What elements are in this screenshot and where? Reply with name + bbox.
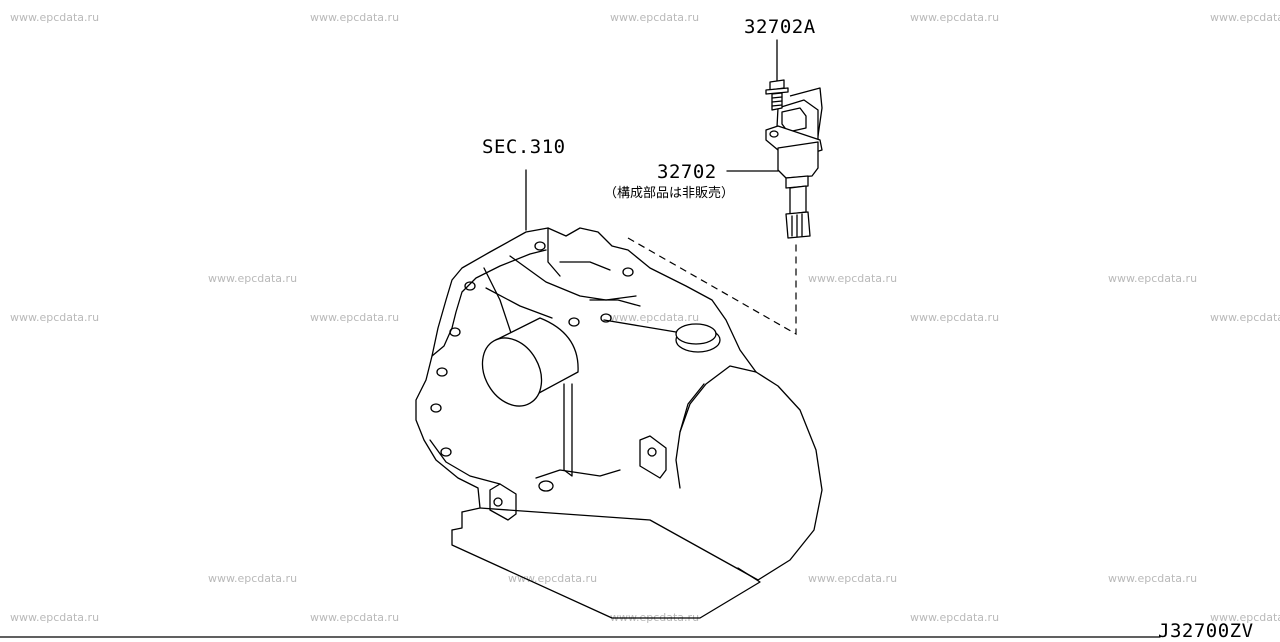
watermark: www.epcdata.ru [310, 11, 400, 24]
watermark: www.epcdata.ru [208, 272, 298, 285]
watermark: www.epcdata.ru [1210, 311, 1280, 324]
watermark: www.epcdata.ru [910, 611, 1000, 624]
watermark: www.epcdata.ru [208, 572, 298, 585]
callout-bolt[interactable]: 32702A [744, 16, 816, 38]
watermark: www.epcdata.ru [10, 11, 100, 24]
watermark: www.epcdata.ru [910, 311, 1000, 324]
output-shaft [481, 317, 579, 407]
watermark: www.epcdata.ru [310, 611, 400, 624]
speed-sensor [765, 87, 823, 239]
watermark: www.epcdata.ru [808, 572, 898, 585]
watermark: www.epcdata.ru [808, 272, 898, 285]
transmission-case [415, 227, 823, 619]
watermark: www.epcdata.ru [508, 572, 598, 585]
watermark: www.epcdata.ru [10, 311, 100, 324]
dashed-guide [627, 237, 797, 336]
watermark: www.epcdata.ru [910, 11, 1000, 24]
watermark: www.epcdata.ru [10, 611, 100, 624]
watermark: www.epcdata.ru [1210, 611, 1280, 624]
watermark: www.epcdata.ru [610, 311, 700, 324]
bolt [765, 79, 789, 111]
sensor-note: （構成部品は非販売） [604, 186, 735, 201]
watermark: www.epcdata.ru [1108, 272, 1198, 285]
callout-section-reference[interactable]: SEC.310 [482, 136, 566, 158]
watermark: www.epcdata.ru [610, 11, 700, 24]
watermark: www.epcdata.ru [310, 311, 400, 324]
callout-sensor[interactable]: 32702 [657, 161, 717, 183]
figure-code: J32700ZV [1158, 620, 1254, 642]
watermark: www.epcdata.ru [1210, 11, 1280, 24]
watermark: www.epcdata.ru [1108, 572, 1198, 585]
